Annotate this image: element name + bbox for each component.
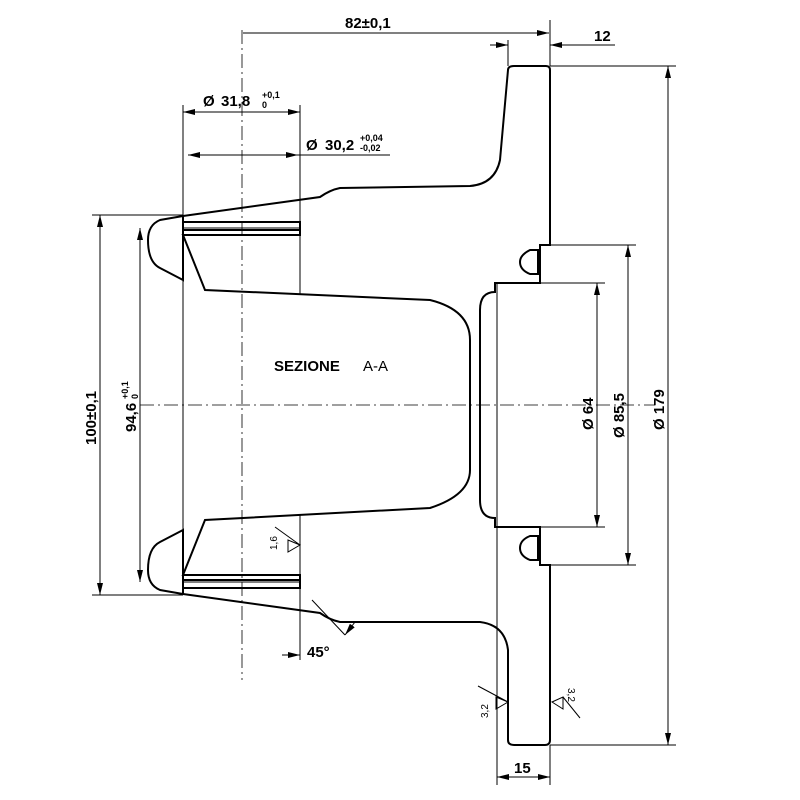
svg-text:+0,04: +0,04 <box>360 133 383 143</box>
part-section <box>146 65 551 746</box>
svg-text:+0,1: +0,1 <box>120 381 130 399</box>
svg-text:0: 0 <box>130 394 140 399</box>
svg-text:0: 0 <box>262 100 267 110</box>
upper-yoke-section <box>181 65 551 746</box>
dim-chamfer-angle: 45° <box>307 644 330 661</box>
svg-text:+0,1: +0,1 <box>262 90 280 100</box>
dim-bore-dia: Ø 30,2 +0,04 -0,02 <box>306 133 383 154</box>
svg-text:94,6: 94,6 <box>123 403 140 432</box>
section-id: A-A <box>363 358 388 375</box>
dim-flange-dia: Ø 179 <box>651 389 668 430</box>
dim-flange-thickness: 12 <box>594 28 611 45</box>
dim-pilot-dia: Ø 64 <box>580 397 597 430</box>
svg-text:Ø: Ø <box>306 137 318 154</box>
roughness-symbol-2: 3,2 <box>477 685 510 718</box>
svg-text:31,8: 31,8 <box>221 93 250 110</box>
roughness-symbol-3: 3,2 <box>550 688 581 719</box>
svg-text:3,2: 3,2 <box>480 704 491 718</box>
dim-overall-length: 82±0,1 <box>345 15 391 32</box>
lower-ear <box>146 528 184 595</box>
section-label: SEZIONE <box>274 358 340 375</box>
svg-text:Ø: Ø <box>203 93 215 110</box>
dimensions <box>92 20 676 785</box>
dim-bore-groove-dia: Ø 31,8 +0,1 0 <box>203 90 280 110</box>
svg-text:30,2: 30,2 <box>325 137 354 154</box>
svg-text:3,2: 3,2 <box>565 688 576 702</box>
svg-text:1,6: 1,6 <box>269 536 280 550</box>
dim-yoke-outer: 100±0,1 <box>83 391 100 445</box>
svg-text:-0,02: -0,02 <box>360 143 381 153</box>
roughness-symbol-1: 1,6 <box>269 526 302 553</box>
dim-flange-width: 15 <box>514 760 531 777</box>
upper-ear <box>146 215 184 282</box>
upper-bolt-head-icon <box>518 249 539 275</box>
dim-bolt-circle-dia: Ø 85,5 <box>611 393 628 438</box>
dim-yoke-inner: 94,6 +0,1 0 <box>120 381 140 432</box>
lower-bolt-head-icon <box>518 535 539 561</box>
